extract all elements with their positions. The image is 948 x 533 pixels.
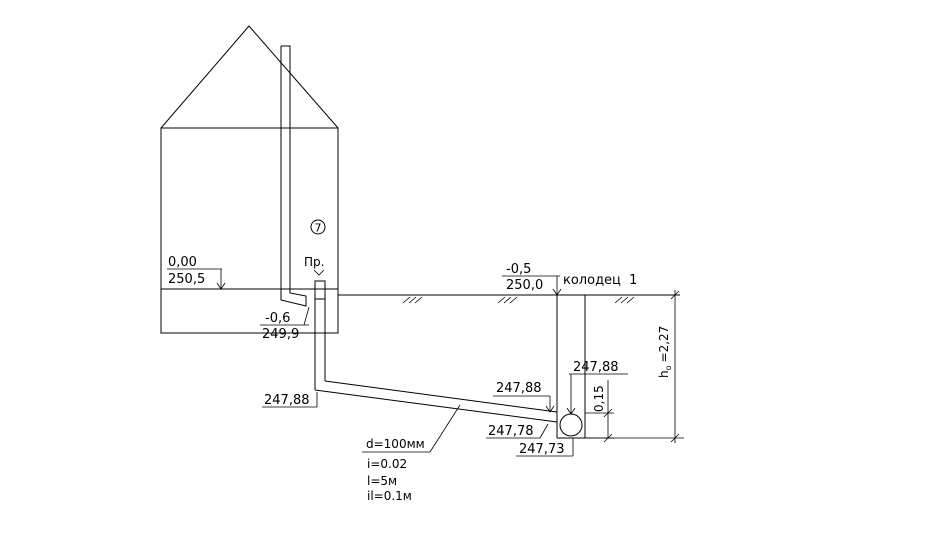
pipe-end-top-text: 247,88 <box>496 381 542 396</box>
exit-level-text: -0,6 <box>265 311 290 326</box>
well-bottom-elevation: 247,73 <box>516 438 574 457</box>
floor-level-text: 0,00 <box>168 255 197 270</box>
pipe-slope: i=0.02 <box>367 457 407 471</box>
depth-label: hо=2,27 <box>657 326 673 378</box>
gap-dimension-text: 0,15 <box>592 385 606 412</box>
well-inlet-elev-text: 247,88 <box>573 360 619 375</box>
depth-dimension: hо=2,27 <box>585 290 684 443</box>
well-name: колодец 1 <box>563 273 637 288</box>
gap-dimension: 0,15 <box>585 380 614 443</box>
outlet-stub <box>314 280 326 300</box>
well <box>556 295 586 439</box>
outlet-label-group: Пр. <box>304 255 324 276</box>
pipe-specs: d=100мм i=0.02 l=5м il=0.1м <box>362 404 461 503</box>
riser-pipe <box>280 45 307 307</box>
pipe-drop: il=0.1м <box>367 489 412 503</box>
sewer-pipe <box>314 299 558 423</box>
house-wall <box>160 127 339 334</box>
fixture-marker-number: 7 <box>315 222 322 235</box>
house <box>160 25 339 334</box>
floor-level-mark: 0,00 250,5 <box>167 255 226 290</box>
exit-level-mark: -0,6 249,9 <box>260 306 310 342</box>
ground <box>338 294 680 304</box>
pipe-start-elev-text: 247,88 <box>264 393 310 408</box>
pipe-diameter: d=100мм <box>366 437 425 451</box>
outlet-label: Пр. <box>304 255 324 269</box>
exit-abs-text: 249,9 <box>262 327 299 342</box>
pipe-start-elevation: 247,88 <box>262 392 318 408</box>
ground-hatch <box>402 296 635 304</box>
pipe-end-elevation-bottom: 247,78 <box>486 423 549 439</box>
well-bottom-elev-text: 247,73 <box>519 442 565 457</box>
well-inlet-elevation: 247,88 <box>566 360 628 415</box>
well-ground-level-text: -0,5 <box>506 262 531 277</box>
pipe-end-elevation-top: 247,88 <box>493 381 555 413</box>
well-ground-level: -0,5 250,0 колодец 1 <box>502 262 637 296</box>
well-pipe-section <box>559 413 583 437</box>
floor-abs-text: 250,5 <box>168 272 205 287</box>
pipe-end-bottom-text: 247,78 <box>488 424 534 439</box>
fixture-marker: 7 <box>310 219 326 235</box>
pipe-length: l=5м <box>367 474 397 488</box>
well-ground-abs-text: 250,0 <box>506 278 543 293</box>
house-roof <box>160 25 339 129</box>
